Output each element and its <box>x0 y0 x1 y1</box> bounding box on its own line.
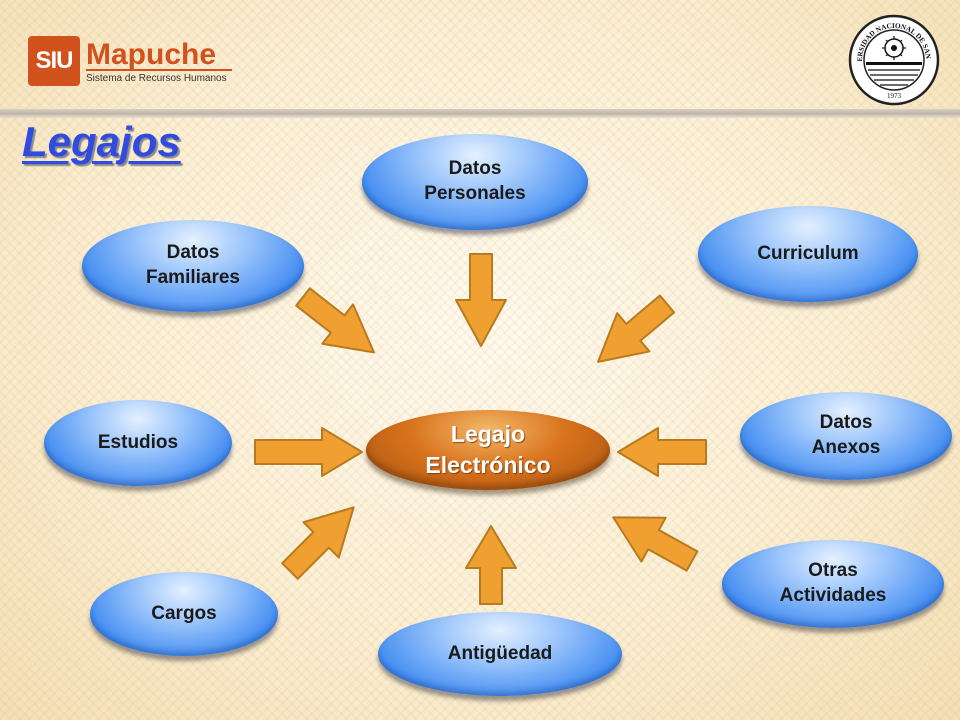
header-divider <box>0 109 960 118</box>
center-legajo-electronico[interactable]: Legajo Electrónico <box>366 410 610 490</box>
node-label: Cargos <box>151 602 217 624</box>
arrow-from-datos-personales <box>455 253 507 347</box>
node-label: Datos Personales <box>424 158 526 204</box>
arrow-from-datos-anexos <box>617 427 707 477</box>
logo-underline <box>86 69 232 71</box>
arrow-from-curriculum <box>597 294 676 363</box>
arrow-from-datos-familiares <box>295 287 375 354</box>
arrow-from-antiguedad <box>465 525 517 605</box>
node-label: Curriculum <box>757 242 859 264</box>
node-curriculum[interactable]: Curriculum <box>698 206 918 302</box>
svg-text:1973: 1973 <box>887 92 902 100</box>
node-label: Antigüedad <box>447 642 553 664</box>
arrow-from-cargos <box>281 506 355 580</box>
node-label: Otras Actividades <box>779 560 887 606</box>
page-title: Legajos <box>22 118 181 165</box>
arrow-from-otras-actividades <box>612 516 699 572</box>
center-label: Legajo Electrónico <box>425 420 551 478</box>
node-datos-personales[interactable]: Datos Personales <box>362 134 588 230</box>
node-antiguedad[interactable]: Antigüedad <box>378 612 622 696</box>
node-otras-actividades[interactable]: Otras Actividades <box>722 540 944 628</box>
node-datos-anexos[interactable]: Datos Anexos <box>740 392 952 480</box>
arrow-from-estudios <box>254 427 363 477</box>
logo-mark: SIU <box>28 36 80 86</box>
node-estudios[interactable]: Estudios <box>44 400 232 486</box>
logo-subtitle: Sistema de Recursos Humanos <box>86 73 227 84</box>
node-cargos[interactable]: Cargos <box>90 572 278 656</box>
node-datos-familiares[interactable]: Datos Familiares <box>82 220 304 312</box>
node-label: Datos Anexos <box>811 412 881 458</box>
university-seal-icon: UNIVERSIDAD NACIONAL DE SAN JUAN 1973 <box>848 14 940 106</box>
node-label: Datos Familiares <box>146 242 240 288</box>
logo-name: Mapuche <box>86 38 217 71</box>
node-label: Estudios <box>97 431 179 453</box>
